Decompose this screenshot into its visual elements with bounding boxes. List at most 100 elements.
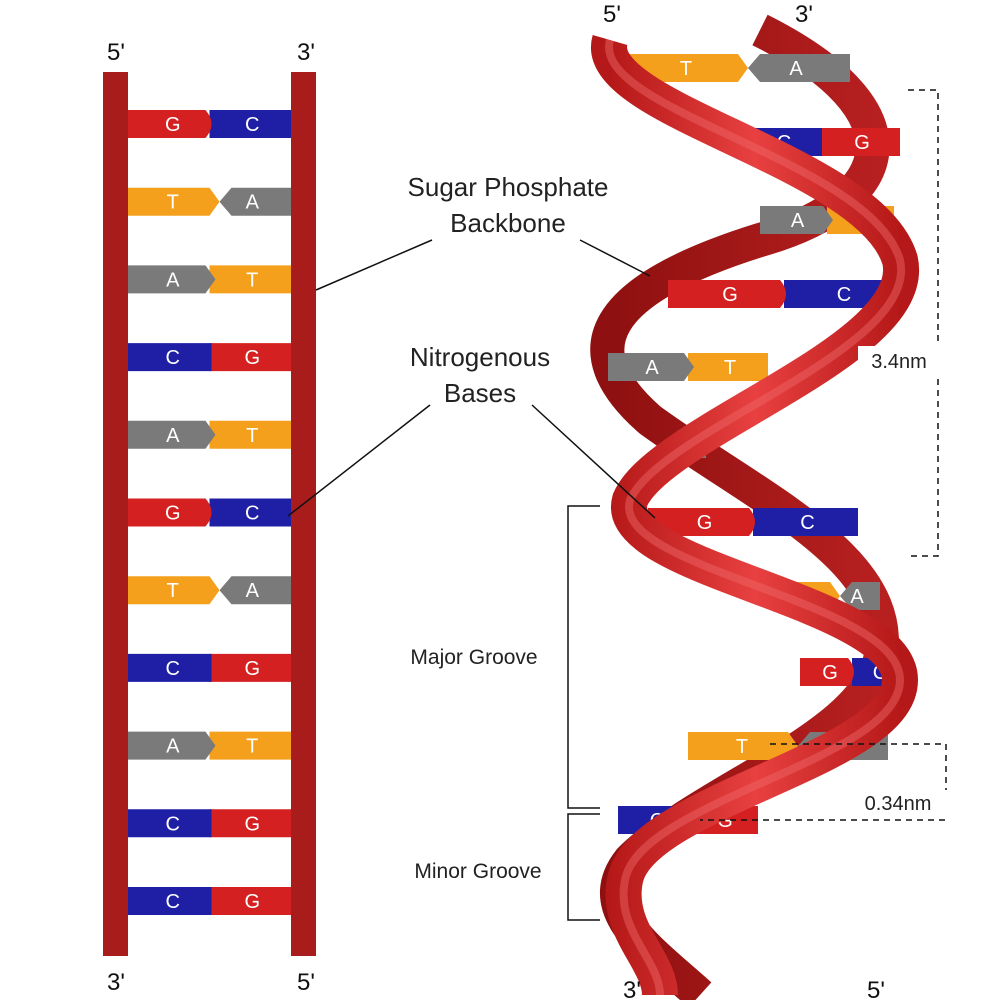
helix-base-A [760,206,833,234]
major-groove-label: Major Groove [410,646,537,669]
helix-base-letter: A [645,357,659,379]
helix-bottom-left-label: 3' [623,977,641,1000]
ladder-right-backbone [291,72,316,956]
ladder-base-T [209,420,291,449]
helix-base-letter: G [722,284,738,306]
helix-base-T [688,353,768,381]
minor-groove-label: Minor Groove [414,860,541,883]
major-groove-bracket [567,505,600,809]
ladder-base-letter: G [244,347,260,369]
helix-base-letter: C [800,512,814,534]
helix-base-T [626,54,748,82]
ladder-base-letter: G [244,891,260,913]
ladder-base-C [128,343,212,372]
ladder-base-letter: C [166,658,180,680]
ladder-base-G [209,343,291,372]
pitch-label-bg [858,346,942,374]
ladder-bottom-left-label: 3' [107,969,125,996]
ladder-base-T [128,576,220,605]
ladder-base-T [209,731,291,760]
helix-base-G [668,280,786,308]
ladder-base-A [219,187,291,216]
ladder-base-letter: A [246,192,260,214]
helix-base-A [840,582,880,610]
ladder-base-letter: A [166,269,180,291]
ladder-base-letter: G [244,813,260,835]
ladder-base-T [128,187,220,216]
helix-base-letter: A [789,58,803,80]
ladder-base-letter: G [165,114,181,136]
helix-base-letter: T [724,357,736,379]
ladder-bottom-right-label: 5' [297,969,315,996]
helix-base-letter: G [822,662,838,684]
ladder-base-A [128,420,216,449]
helix-front-strand [591,35,919,997]
helix-base-G [820,128,900,156]
helix-bottom-right-label: 5' [867,977,885,1000]
ladder-top-left-label: 5' [107,39,125,66]
ladder-base-letter: T [246,736,258,758]
ladder-base-A [219,576,291,605]
backbone-label-line2: Backbone [450,208,566,238]
backbone-label-line1: Sugar Phosphate [408,172,609,202]
pitch-label: 3.4nm [871,351,927,373]
pitch-bracket [908,89,939,557]
ladder-base-C [128,809,212,838]
backbone-pointer-left [315,239,433,291]
minor-groove-bracket [567,813,600,921]
helix-base-letter: A [850,586,864,608]
helix-base-G [800,658,854,686]
helix-top-left-label: 5' [603,1,621,28]
ladder-base-G [209,653,291,682]
helix-base-letter: T [680,58,692,80]
bases-label-line2: Bases [444,378,516,408]
ladder-base-C [128,887,212,915]
rise-label-bg [852,790,948,816]
ladder-base-G [128,110,212,138]
ladder-base-G [209,809,291,838]
ladder-base-letter: T [246,269,258,291]
ladder-base-G [209,887,291,915]
ladder-base-T [209,265,291,294]
helix-base-letter: A [791,210,805,232]
helix-base-letter: C [837,284,851,306]
rise-label: 0.34nm [865,793,932,815]
ladder-base-letter: A [166,736,180,758]
helix-base-C [753,508,858,536]
ladder-base-letter: T [167,580,179,602]
helix-base-G [648,508,755,536]
bases-pointer-right [531,404,656,519]
backbone-pointer-right [579,239,651,277]
helix-base-letter: T [736,736,748,758]
ladder-base-letter: G [244,658,260,680]
ladder-base-C [128,653,212,682]
ladder-left-backbone [103,72,128,956]
ladder-base-letter: C [245,114,259,136]
ladder-base-letter: C [166,813,180,835]
ladder-base-C [209,498,291,527]
ladder-base-letter: C [166,347,180,369]
ladder-base-A [128,265,216,294]
ladder-base-letter: A [246,580,260,602]
helix-top-right-label: 3' [795,1,813,28]
ladder-top-right-label: 3' [297,39,315,66]
ladder-base-C [209,110,291,138]
ladder-base-G [128,498,212,527]
